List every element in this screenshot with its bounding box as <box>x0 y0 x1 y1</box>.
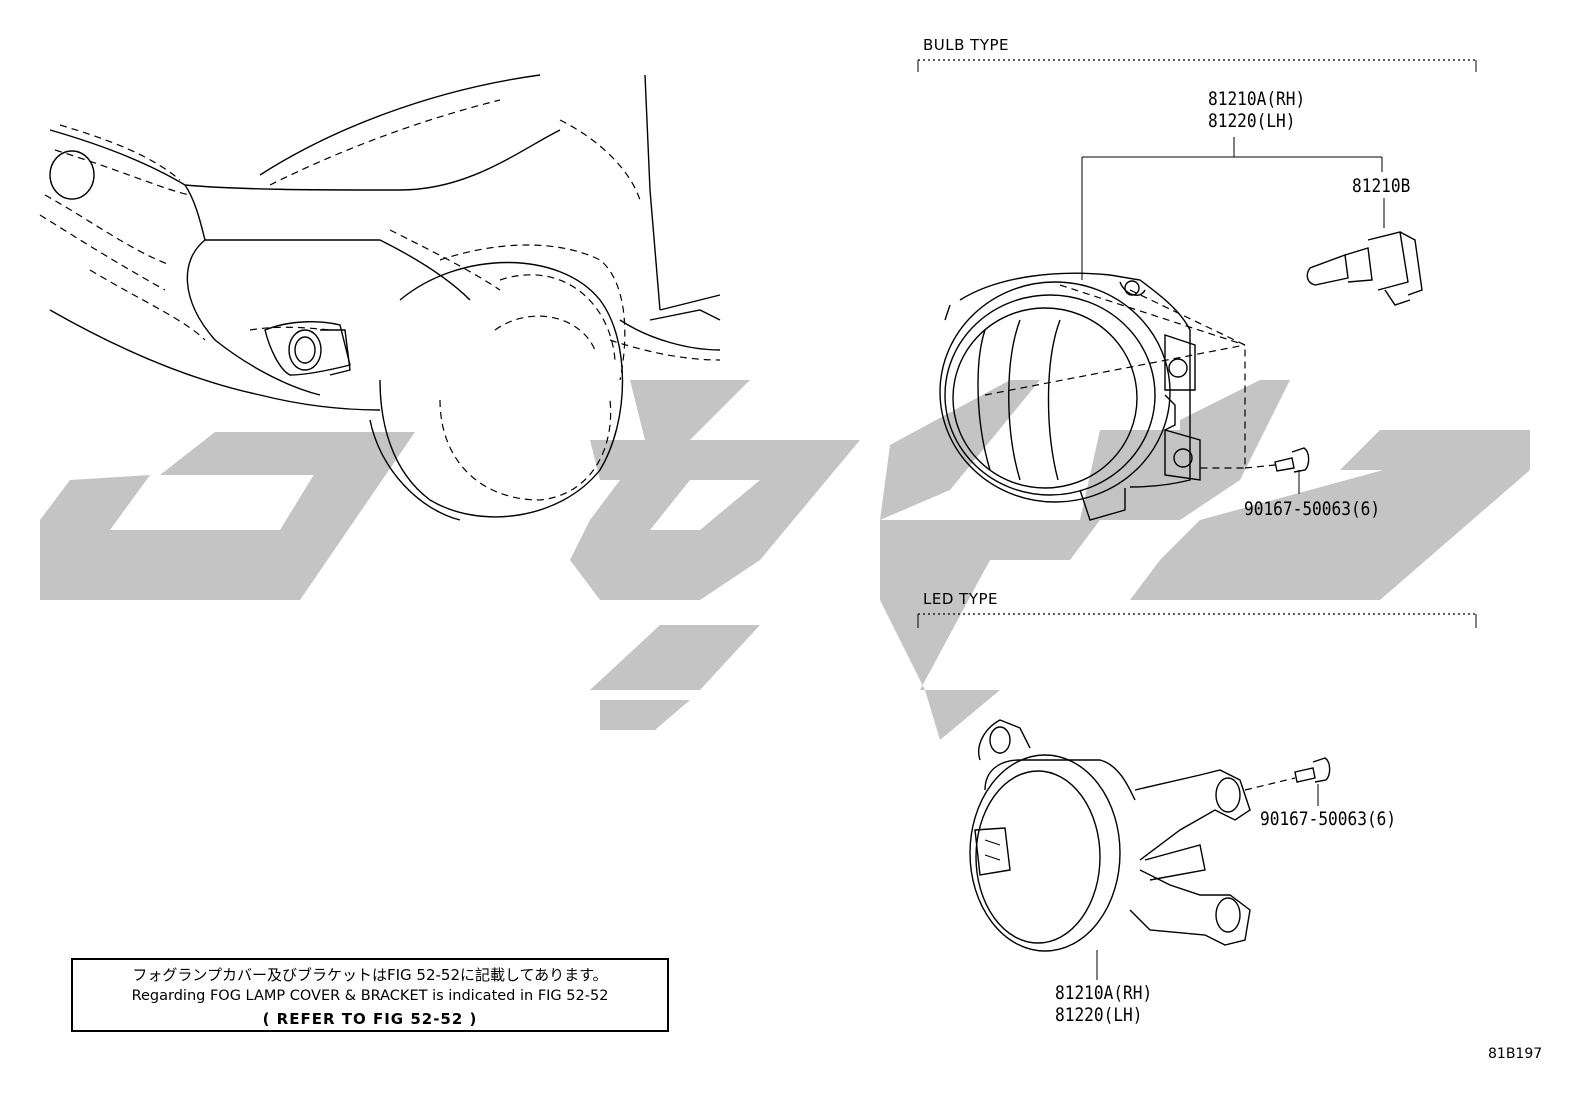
bulb-type-leaders <box>1081 137 1385 494</box>
part-label-bulb: 81210B <box>1352 175 1411 197</box>
reference-note-box: フォグランプカバー及びブラケットはFIG 52-52に記載してあります。 Reg… <box>71 958 669 1032</box>
note-japanese: フォグランプカバー及びブラケットはFIG 52-52に記載してあります。 <box>132 966 608 984</box>
drawing-code: 81B197 <box>1488 1046 1543 1062</box>
part-label-led-screw: 90167-50063(6) <box>1260 808 1397 830</box>
part-label-bulb-screw: 90167-50063(6) <box>1244 498 1381 520</box>
part-label-bulb-lamp-rh: 81210A(RH) <box>1208 88 1306 110</box>
bulb-fog-lamp-drawing <box>939 272 1246 521</box>
note-english: Regarding FOG LAMP COVER & BRACKET is in… <box>131 988 609 1004</box>
vehicle-front-view <box>39 74 721 521</box>
led-type-section-bracket <box>917 613 1477 628</box>
part-label-led-lamp-rh: 81210A(RH) <box>1055 982 1153 1004</box>
bulb-type-section-bracket <box>917 59 1477 72</box>
bulb-type-title: BULB TYPE <box>923 36 1010 54</box>
bulb-screw-drawing <box>1244 447 1310 473</box>
bulb-drawing <box>1306 231 1423 306</box>
led-fog-lamp-drawing <box>969 719 1251 980</box>
led-type-title: LED TYPE <box>923 590 999 608</box>
led-screw-drawing <box>1244 757 1331 806</box>
note-reference: ( REFER TO FIG 52-52 ) <box>262 1010 478 1028</box>
watermark-logo <box>40 380 1530 740</box>
part-label-led-lamp-lh: 81220(LH) <box>1055 1004 1143 1026</box>
part-label-bulb-lamp-lh: 81220(LH) <box>1208 110 1296 132</box>
